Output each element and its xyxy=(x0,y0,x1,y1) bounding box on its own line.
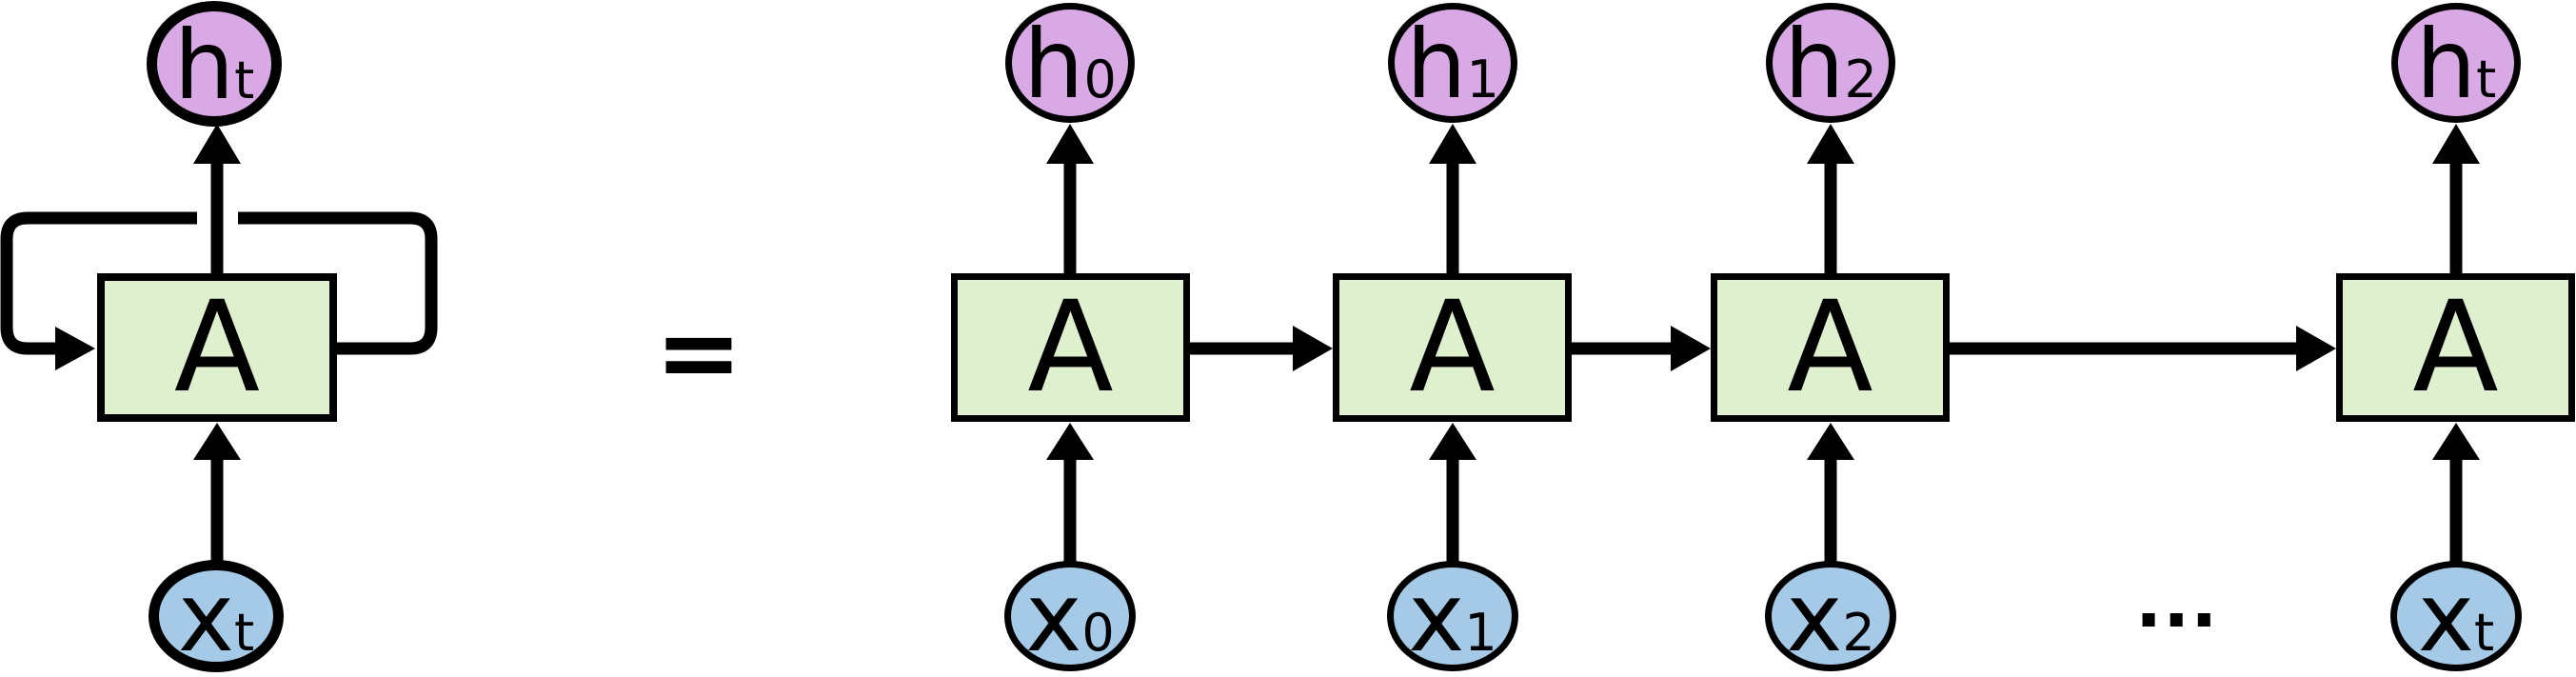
rnn-cell: A xyxy=(97,273,337,422)
input-label: x 2 xyxy=(1786,570,1875,666)
rnn-cell: A xyxy=(2336,273,2575,422)
arrow-head xyxy=(1046,124,1094,164)
hidden-state-node: h 0 xyxy=(1005,3,1135,123)
arrow-up-icon xyxy=(1807,124,1854,276)
input-symbol: x xyxy=(2417,562,2474,673)
arrow-up-icon xyxy=(193,124,241,276)
hidden-state-node: h 1 xyxy=(1388,3,1517,123)
input-label: x 1 xyxy=(1408,570,1497,666)
hidden-state-label: h t xyxy=(2416,17,2497,112)
input-label: x t xyxy=(178,570,254,666)
hidden-state-label: h 2 xyxy=(1784,17,1877,112)
arrow-right-icon xyxy=(1569,326,1711,371)
arrow-up-icon xyxy=(1046,124,1094,276)
input-node: x 0 xyxy=(1004,561,1136,671)
arrow-right-icon xyxy=(1947,326,2336,371)
loop-crossing-gap xyxy=(197,208,211,229)
recurrence-loop-arrowhead-icon xyxy=(55,327,95,370)
arrow-up-icon xyxy=(2432,423,2480,564)
hidden-state-symbol: h xyxy=(173,10,235,121)
arrow-head xyxy=(1429,423,1476,460)
arrow-head xyxy=(2432,124,2480,164)
arrow-shaft xyxy=(1063,156,1077,276)
arrow-up-icon xyxy=(1429,124,1476,276)
arrow-up-icon xyxy=(2432,124,2480,276)
rnn-cell-label: A xyxy=(2412,274,2499,421)
arrow-up-icon xyxy=(1046,423,1094,564)
arrow-shaft xyxy=(1446,453,1459,564)
hidden-state-label: h 1 xyxy=(1406,17,1499,112)
continuation-ellipsis: ... xyxy=(2135,562,2219,644)
rnn-cell-label: A xyxy=(1027,274,1114,421)
arrow-head xyxy=(1807,124,1854,164)
loop-crossing-gap xyxy=(223,208,238,229)
arrow-head xyxy=(1671,326,1711,371)
arrow-head xyxy=(2296,326,2336,371)
arrow-shaft xyxy=(210,156,224,276)
input-subscript: 1 xyxy=(1464,603,1497,663)
input-subscript: 0 xyxy=(1081,603,1115,663)
hidden-state-subscript: 2 xyxy=(1844,50,1877,110)
rnn-cell-label: A xyxy=(173,274,261,421)
arrow-head xyxy=(193,423,241,460)
arrow-head xyxy=(1807,423,1854,460)
hidden-state-label: h t xyxy=(174,18,255,113)
arrow-shaft xyxy=(1446,156,1459,276)
arrow-shaft xyxy=(1824,156,1837,276)
input-node: x 1 xyxy=(1387,561,1518,671)
arrow-up-icon xyxy=(1429,423,1476,564)
arrow-head xyxy=(1429,124,1476,164)
hidden-state-symbol: h xyxy=(1784,9,1845,120)
input-node: x t xyxy=(149,560,284,672)
input-symbol: x xyxy=(1408,562,1465,673)
arrow-shaft xyxy=(1824,453,1837,564)
input-symbol: x xyxy=(1786,562,1843,673)
arrow-shaft xyxy=(1569,342,1674,355)
arrow-head xyxy=(1046,423,1094,460)
rnn-cell: A xyxy=(1711,273,1950,422)
hidden-state-subscript: 1 xyxy=(1466,50,1499,110)
arrow-shaft xyxy=(1063,453,1077,564)
arrow-up-icon xyxy=(1807,423,1854,564)
rnn-cell-label: A xyxy=(1787,274,1873,421)
input-symbol: x xyxy=(1025,562,1082,673)
arrow-up-icon xyxy=(193,423,241,564)
input-subscript: t xyxy=(234,603,255,663)
hidden-state-node: h t xyxy=(147,1,282,127)
hidden-state-subscript: 0 xyxy=(1083,50,1117,110)
equals-sign: = xyxy=(654,291,743,413)
hidden-state-symbol: h xyxy=(1406,9,1467,120)
arrow-right-icon xyxy=(1187,326,1333,371)
hidden-state-node: h t xyxy=(2391,3,2521,123)
hidden-state-subscript: t xyxy=(2476,50,2497,110)
hidden-state-symbol: h xyxy=(2415,9,2477,120)
input-node: x 2 xyxy=(1765,561,1896,671)
arrow-shaft xyxy=(1187,342,1297,355)
arrow-shaft xyxy=(1947,342,2300,355)
input-symbol: x xyxy=(177,562,234,673)
rnn-cell-label: A xyxy=(1409,274,1496,421)
input-label: x t xyxy=(2418,570,2494,666)
arrow-head xyxy=(1293,326,1333,371)
rnn-cell: A xyxy=(951,273,1190,422)
input-subscript: 2 xyxy=(1842,603,1875,663)
arrow-shaft xyxy=(2449,453,2463,564)
arrow-shaft xyxy=(210,453,224,564)
rnn-cell: A xyxy=(1333,273,1572,422)
hidden-state-label: h 0 xyxy=(1023,17,1117,112)
arrow-head xyxy=(2432,423,2480,460)
arrow-head xyxy=(193,124,241,164)
hidden-state-node: h 2 xyxy=(1766,3,1895,123)
input-node: x t xyxy=(2390,561,2522,671)
input-subscript: t xyxy=(2474,603,2495,663)
hidden-state-subscript: t xyxy=(234,50,255,110)
arrow-shaft xyxy=(2449,156,2463,276)
hidden-state-symbol: h xyxy=(1023,9,1084,120)
input-label: x 0 xyxy=(1025,570,1115,666)
